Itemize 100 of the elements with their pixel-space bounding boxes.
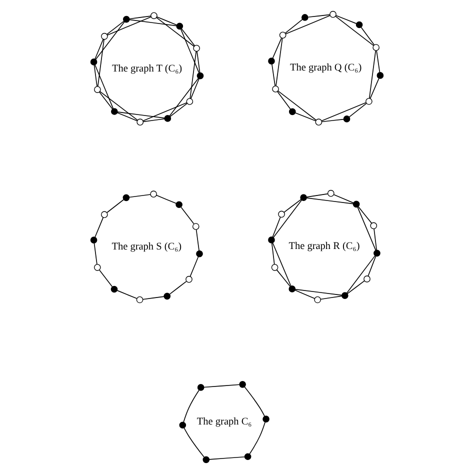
node-dot (122, 16, 130, 23)
connector (156, 194, 177, 204)
node-dot (202, 456, 210, 464)
node-circle (136, 296, 144, 304)
connector (94, 38, 104, 60)
connector (94, 217, 104, 238)
node-dot (90, 236, 98, 244)
node-dot (239, 381, 246, 388)
node-dot (343, 116, 350, 122)
node-dot (268, 236, 275, 244)
connector (97, 38, 104, 87)
node-dot (301, 14, 308, 21)
connector (106, 20, 124, 35)
connector (170, 103, 188, 117)
connector (99, 270, 113, 287)
node-circle (330, 10, 336, 18)
connector (276, 38, 283, 86)
connector (321, 102, 366, 122)
node-circle (100, 211, 108, 218)
connector (360, 26, 375, 46)
connector (249, 422, 266, 454)
connector (209, 456, 246, 460)
connector (190, 51, 197, 99)
node-circle (186, 276, 192, 283)
node-circle (150, 12, 158, 20)
node-dot (376, 72, 384, 79)
node-dot (197, 384, 204, 391)
connector (98, 92, 113, 110)
node-dot (244, 453, 252, 460)
connector (368, 50, 376, 99)
node-circle (136, 118, 144, 126)
connector (128, 194, 151, 198)
connector (336, 15, 357, 24)
node-dot (268, 58, 275, 64)
connector (190, 78, 200, 99)
connector (272, 38, 282, 58)
connector (142, 102, 188, 122)
connector (190, 256, 199, 277)
node-dot (179, 422, 186, 429)
connector (142, 296, 164, 300)
node-dot (110, 286, 118, 293)
connector (376, 50, 380, 73)
node-dot (288, 286, 296, 292)
node-dot (356, 21, 363, 28)
connector (357, 206, 376, 251)
node-dot (176, 22, 184, 30)
connector (284, 19, 303, 34)
node-circle (94, 86, 101, 93)
connector (129, 16, 152, 20)
connector (368, 256, 376, 276)
label: The graph S (C₆) (112, 241, 182, 252)
connector (294, 112, 316, 122)
connector (204, 384, 240, 388)
connector (306, 198, 354, 204)
connector (169, 78, 199, 116)
connector (370, 78, 380, 99)
connector (333, 194, 354, 204)
connector (94, 242, 98, 265)
node-circle (366, 98, 372, 105)
node-circle (150, 190, 157, 198)
connector (272, 64, 276, 86)
node-circle (271, 264, 278, 271)
node-dot (374, 250, 380, 257)
connector (116, 290, 138, 299)
node-dot (288, 108, 296, 116)
connector (156, 16, 178, 26)
connector (374, 228, 377, 250)
connector (284, 199, 302, 213)
connector (308, 14, 330, 18)
connector (272, 200, 302, 238)
node-dot (122, 194, 130, 202)
node-circle (193, 44, 200, 52)
node-dot (196, 72, 204, 80)
node-dot (300, 194, 307, 201)
connector (348, 103, 367, 118)
connector (117, 112, 165, 118)
connector (181, 28, 196, 46)
connector (180, 28, 200, 74)
label: The graph Q (C₆) (290, 62, 362, 74)
node-circle (370, 222, 378, 230)
connector (196, 51, 200, 74)
connector (276, 269, 290, 287)
node-circle (186, 98, 194, 105)
node-dot (164, 292, 171, 300)
node-circle (327, 190, 334, 197)
label: The graph T (C₆) (112, 63, 182, 74)
node-circle (192, 223, 200, 230)
connector (358, 206, 372, 224)
connector (129, 19, 177, 26)
connector (272, 242, 292, 286)
label: The graph R (C₆) (288, 240, 360, 252)
connector (272, 216, 281, 238)
node-circle (315, 118, 322, 126)
connector (278, 90, 317, 121)
connector (346, 255, 376, 294)
connector (183, 390, 200, 422)
connector (244, 386, 265, 417)
connector (106, 199, 124, 213)
node-dot (196, 250, 203, 258)
node-circle (272, 86, 279, 92)
